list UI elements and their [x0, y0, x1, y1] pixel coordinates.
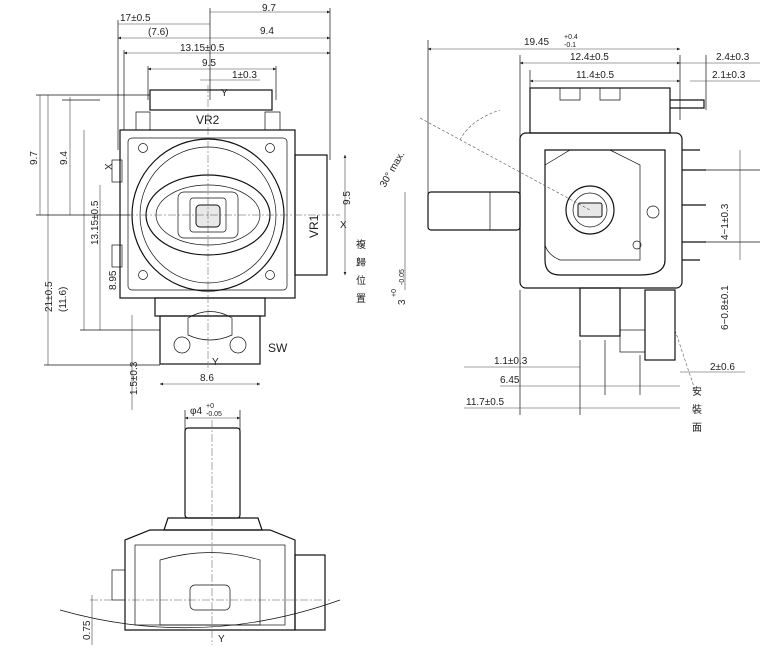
- dim-8-6: 8.6: [200, 373, 214, 384]
- dim-2-tail: 2±0.6: [710, 362, 735, 373]
- dim-9-4-left: 9.4: [59, 151, 70, 165]
- mount-char-2: 裝: [692, 403, 702, 416]
- dim-9-7-top: 9.7: [262, 3, 276, 14]
- dim-phi4-tol-upper: +0: [206, 403, 214, 410]
- dim-13-15-left: 13.15±0.5: [90, 200, 101, 245]
- return-char-1: 複: [356, 238, 366, 251]
- label-vr1: VR1: [307, 214, 321, 238]
- side-view: 19.45 +0.4 -0.1 12.4±0.5 2.4±0.3 11.4±0.…: [378, 34, 760, 434]
- dim-13-15-top: 13.15±0.5: [180, 43, 225, 54]
- front-view: 17±0.5 (7.6) 9.7 9.4 13.15±0.5 9.5 1±0.3…: [29, 3, 353, 410]
- dim-1-5: 1.5±0.3: [129, 361, 140, 395]
- dim-11-7: 11.7±0.5: [466, 397, 505, 408]
- side-pins: [682, 149, 760, 261]
- dim-19-45-tol-upper: +0.4: [564, 34, 578, 41]
- bottom-view: φ4 +0 -0.05 Y 0.75: [59, 403, 341, 645]
- dim-9-5-right: 9.5: [342, 191, 353, 205]
- dim-angle-30: 30° max.: [378, 150, 407, 190]
- label-sw: SW: [268, 341, 288, 355]
- dim-19-45: 19.45: [524, 37, 549, 48]
- dim-0-75: 0.75: [82, 620, 93, 640]
- dim-phi4-tol-lower: -0.05: [206, 411, 222, 418]
- dim-shaft-3-tol-lower: -0.05: [399, 269, 406, 285]
- dim-17: 17±0.5: [120, 13, 151, 24]
- front-left-dimensions: [36, 94, 160, 410]
- dim-2-1: 2.1±0.3: [712, 70, 746, 81]
- label-y-top: Y: [221, 88, 228, 99]
- front-body: [111, 89, 328, 365]
- dim-2-4: 2.4±0.3: [716, 52, 750, 63]
- mount-char-3: 面: [692, 423, 702, 434]
- dim-9-5-top: 9.5: [202, 58, 216, 69]
- dim-9-4-top: 9.4: [260, 26, 274, 37]
- dim-12-4: 12.4±0.5: [570, 52, 609, 63]
- label-x-right: X: [340, 220, 347, 231]
- dim-pins-4: 4−1±0.3: [720, 203, 731, 240]
- dim-1-1: 1.1±0.3: [494, 356, 528, 367]
- dim-6-45: 6.45: [500, 375, 520, 386]
- front-top-dimensions: [117, 8, 331, 160]
- dim-9-7-left: 9.7: [29, 151, 40, 165]
- label-vr2: VR2: [196, 113, 220, 127]
- dim-pins-6: 6−0.8±0.1: [720, 285, 731, 330]
- label-x-left: X: [104, 163, 115, 170]
- dim-11-4: 11.4±0.5: [576, 70, 615, 81]
- return-char-4: 置: [356, 293, 366, 305]
- label-y-bottom: Y: [212, 357, 219, 368]
- return-char-3: 位: [356, 274, 366, 287]
- dim-8-95: 8.95: [108, 270, 119, 290]
- dim-1-top: 1±0.3: [232, 70, 257, 81]
- dim-7-6: (7.6): [148, 27, 169, 38]
- dim-shaft-3-tol-upper: +0: [391, 289, 398, 297]
- dim-shaft-3: 3: [397, 299, 408, 305]
- mount-char-1: 安: [692, 385, 702, 398]
- return-position-label: 複 歸 位 置: [356, 238, 366, 305]
- dim-phi4: φ4: [190, 406, 202, 417]
- bottom-label-y: Y: [218, 634, 225, 645]
- dim-11-6: (11.6): [58, 287, 69, 312]
- return-char-2: 歸: [356, 256, 366, 269]
- dim-19-45-tol-lower: -0.1: [564, 42, 576, 49]
- dim-21: 21±0.5: [44, 281, 55, 312]
